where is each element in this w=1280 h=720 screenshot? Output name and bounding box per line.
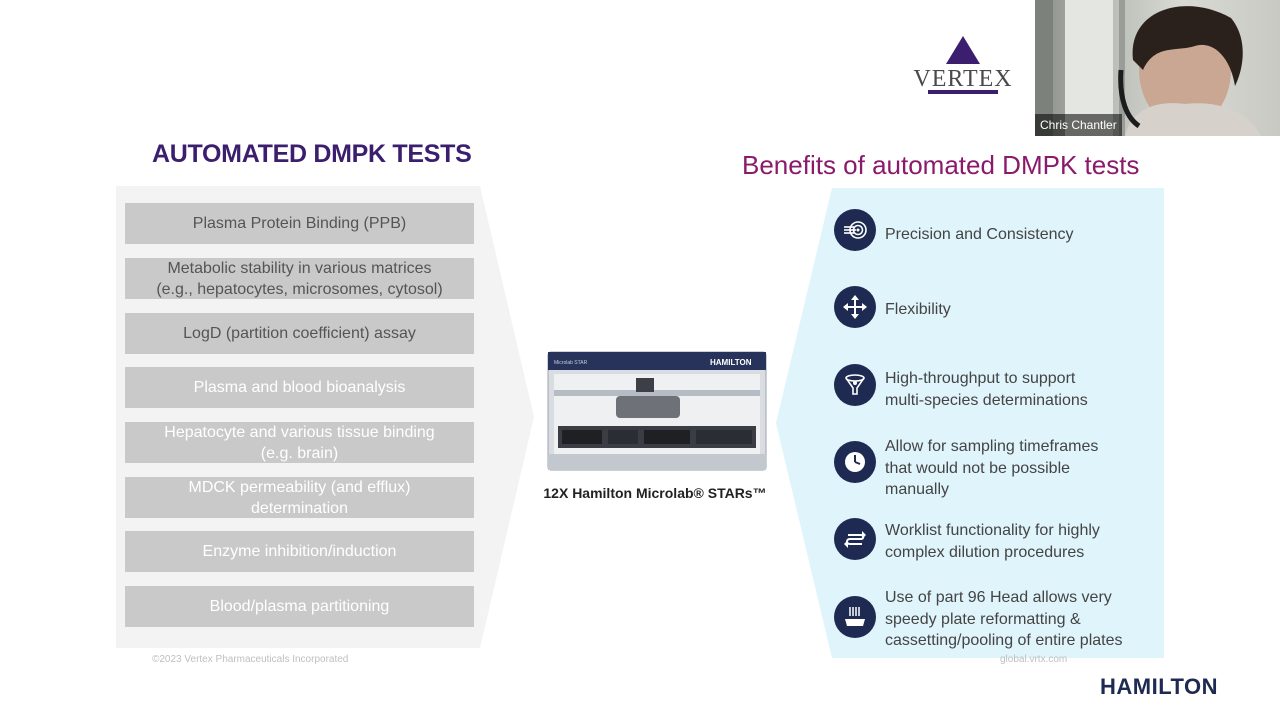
funnel-throughput-icon xyxy=(834,364,876,406)
benefit-high-throughput: High-throughput to support multi-species… xyxy=(885,370,1088,409)
test-item-tissue-binding: Hepatocyte and various tissue binding(e.… xyxy=(125,422,474,463)
automated-tests-heading: AUTOMATED DMPK TESTS xyxy=(152,140,472,168)
footer-url: global.vrtx.com xyxy=(1000,654,1068,665)
footer-copyright: ©2023 Vertex Pharmaceuticals Incorporate… xyxy=(152,654,349,665)
participant-name-label: Chris Chantler xyxy=(1035,114,1122,136)
benefit-96-head: Use of part 96 Head allows very speedy p… xyxy=(885,589,1123,649)
vertex-logo: VERTEX xyxy=(902,34,1024,100)
benefit-flexibility: Flexibility xyxy=(885,301,951,318)
worklist-arrows-icon xyxy=(834,518,876,560)
hamilton-logo: HAMILTON xyxy=(1100,674,1219,699)
test-item-blood-partitioning: Blood/plasma partitioning xyxy=(125,586,474,627)
test-item-bioanalysis: Plasma and blood bioanalysis xyxy=(125,367,474,408)
tests-chevron-arrow xyxy=(478,186,534,648)
test-item-metabolic-stability: Metabolic stability in various matrices(… xyxy=(125,258,474,299)
vertex-wordmark: VERTEX xyxy=(913,66,1013,92)
instrument-brand-label: HAMILTON xyxy=(710,358,752,367)
tests-list-background xyxy=(116,186,480,648)
participant-video-tile[interactable]: Chris Chantler xyxy=(1035,0,1280,136)
test-item-ppb: Plasma Protein Binding (PPB) xyxy=(125,203,474,244)
benefit-precision: Precision and Consistency xyxy=(885,226,1074,243)
flexibility-arrows-icon xyxy=(834,286,876,328)
test-item-mdck-permeability: MDCK permeability (and efflux)determinat… xyxy=(125,477,474,518)
participant-video-feed xyxy=(1035,0,1261,136)
instrument-caption: 12X Hamilton Microlab® STARs™ xyxy=(543,485,767,501)
instrument-model-label: Microlab STAR xyxy=(554,360,588,366)
precision-icon xyxy=(834,209,876,251)
hamilton-microlab-star-image: HAMILTON Microlab STAR xyxy=(547,351,767,471)
test-item-logd: LogD (partition coefficient) assay xyxy=(125,313,474,354)
benefits-heading: Benefits of automated DMPK tests xyxy=(742,150,1140,180)
test-item-enzyme-inhibition: Enzyme inhibition/induction xyxy=(125,531,474,572)
benefit-worklist: Worklist functionality for highly comple… xyxy=(885,522,1100,561)
vertex-triangle-icon xyxy=(928,36,998,94)
benefit-sampling-timeframes: Allow for sampling timeframes that would… xyxy=(885,438,1099,498)
96-head-icon xyxy=(834,596,876,638)
clock-icon xyxy=(834,441,876,483)
